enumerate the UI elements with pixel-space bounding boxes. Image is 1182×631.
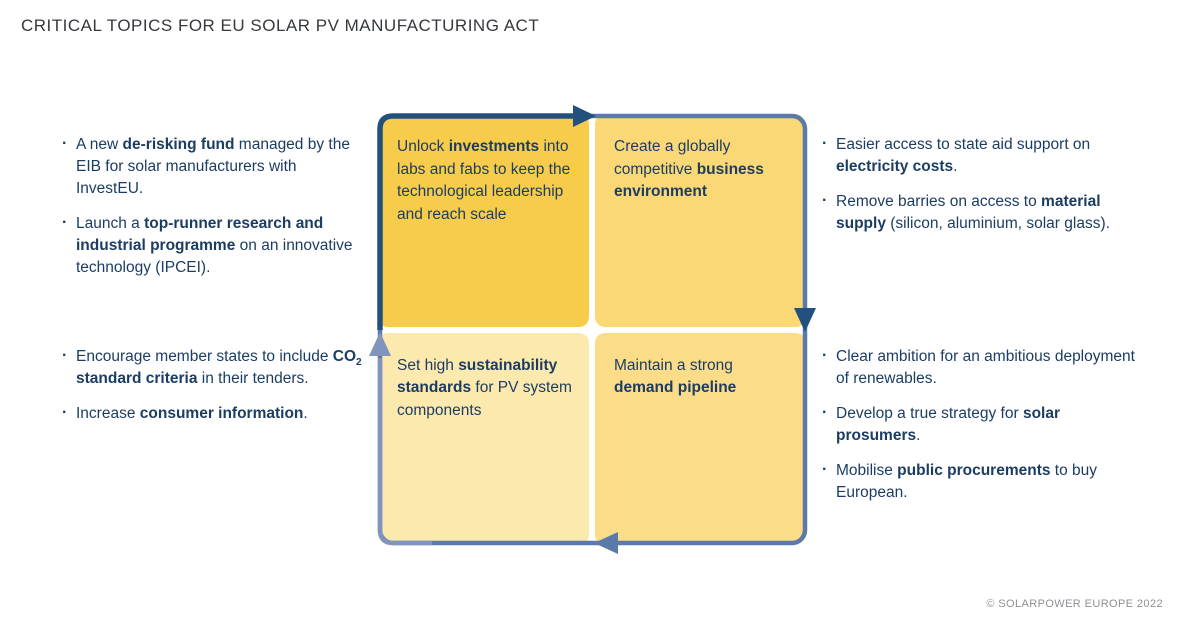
text-segment: in their tenders.	[197, 370, 309, 387]
text-segment: material supply	[836, 193, 1101, 232]
text-segment: demand pipeline	[614, 379, 737, 397]
text-segment: Develop a true strategy for	[836, 405, 1023, 422]
text-segment: managed by the EIB for solar manufacture…	[76, 136, 350, 197]
text-segment: investments	[448, 138, 540, 155]
quadrant-sustainability-standards: Set high sustainability standards for PV…	[378, 332, 589, 545]
text-segment: de-risking fund	[122, 136, 235, 153]
text-segment: Remove barries on access to	[836, 193, 1042, 210]
bullet-item: · Clear ambition for an ambitious deploym…	[822, 346, 1144, 390]
bullet-dot-icon: ·	[822, 347, 828, 364]
text-segment: solar prosumers	[836, 405, 1061, 444]
quadrant-business-environment: Create a globally competitive business e…	[595, 114, 806, 327]
text-segment: .	[303, 405, 308, 422]
right-top-bullet-list: · Easier access to state aid support on e…	[822, 134, 1144, 248]
text-segment: 2	[356, 357, 362, 369]
text-segment: Encourage member states to include	[76, 348, 333, 365]
left-top-bullet-list: · A new de-risking fund managed by the EI…	[62, 134, 362, 292]
text-segment: Easier access to state aid support on	[836, 136, 1091, 153]
bullet-dot-icon: ·	[822, 404, 828, 421]
bullet-dot-icon: ·	[62, 347, 68, 364]
right-bottom-bullet-list: · Clear ambition for an ambitious deploym…	[822, 346, 1144, 517]
text-segment: Launch a	[76, 215, 145, 232]
quadrant-demand-pipeline: Maintain a strong demand pipeline	[595, 332, 806, 545]
text-segment: A new	[76, 136, 123, 153]
text-segment: CO	[332, 348, 356, 365]
page-title: CRITICAL TOPICS FOR EU SOLAR PV MANUFACT…	[21, 16, 540, 35]
text-segment: Mobilise	[836, 462, 898, 479]
bullet-dot-icon: ·	[62, 214, 68, 231]
left-bottom-bullet-list: ·Encourage member states to include CO2 …	[62, 346, 362, 438]
bullet-dot-icon: ·	[62, 404, 68, 421]
quadrant-matrix: Unlock investments into labs and fabs to…	[378, 114, 806, 545]
copyright-notice: © SOLARPOWER EUROPE 2022	[986, 598, 1163, 610]
bullet-item: · A new de-risking fund managed by the EI…	[62, 134, 362, 200]
text-segment: Increase	[76, 405, 140, 422]
bullet-item: · Develop a true strategy for solar prosu…	[822, 403, 1144, 447]
text-segment: .	[916, 427, 921, 444]
bullet-item: · Easier access to state aid support on e…	[822, 134, 1144, 178]
bullet-dot-icon: ·	[822, 461, 828, 478]
bullet-item: · Remove barries on access to material su…	[822, 191, 1144, 235]
text-segment: standard criteria	[76, 370, 198, 387]
text-segment: Clear ambition for an ambitious deployme…	[836, 348, 1135, 387]
text-segment: on an innovative technology (IPCEI).	[76, 237, 353, 276]
quadrant-unlock-investments: Unlock investments into labs and fabs to…	[378, 114, 589, 327]
text-segment: Unlock	[397, 138, 449, 155]
bullet-item: · Launch a top-runner research and indust…	[62, 213, 362, 279]
text-segment: Maintain a strong	[614, 356, 733, 374]
bullet-item: ·Encourage member states to include CO2 …	[62, 346, 362, 390]
text-segment: electricity costs	[836, 158, 954, 175]
text-segment: (silicon, aluminium, solar glass).	[885, 215, 1110, 232]
text-segment: Set high	[397, 356, 459, 374]
bullet-dot-icon: ·	[822, 192, 828, 209]
bullet-item: · Increase consumer information.	[62, 403, 362, 425]
text-segment: top-runner research and industrial progr…	[76, 215, 324, 254]
text-segment: to buy European.	[836, 462, 1098, 501]
bullet-item: · Mobilise public procurements to buy Eur…	[822, 460, 1144, 504]
text-segment: .	[953, 158, 958, 175]
left-column: · A new de-risking fund managed by the EI…	[62, 134, 362, 554]
text-segment: public procurements	[897, 462, 1051, 479]
bullet-dot-icon: ·	[62, 135, 68, 152]
text-segment: consumer information	[139, 405, 304, 422]
bullet-dot-icon: ·	[822, 135, 828, 152]
right-column: · Easier access to state aid support on e…	[822, 134, 1144, 554]
